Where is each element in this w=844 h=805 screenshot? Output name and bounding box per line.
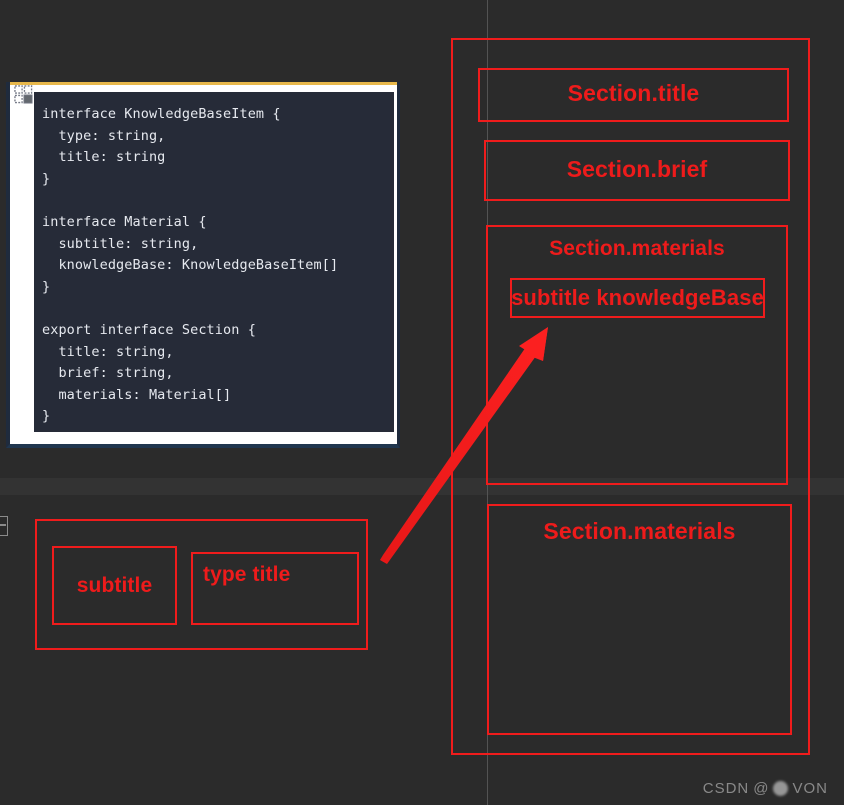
csdn-watermark: CSDN @ VON [703,780,828,797]
annotation-box-type-title: type title [191,552,359,625]
annotation-label-section-brief: Section.brief [566,156,708,182]
watermark-at: @ [753,780,770,797]
annotation-label-subtitle: subtitle [76,573,153,597]
annotation-box-subtitle: subtitle [52,546,177,625]
annotation-label-section-materials-lower: Section.materials [543,518,736,544]
sidebar-panel-icon[interactable] [0,516,8,536]
code-block[interactable]: interface KnowledgeBaseItem { type: stri… [42,106,339,425]
annotation-label-subtitle-knowledgebase: subtitle knowledgeBase [511,285,764,310]
watermark-blurred-avatar-icon [773,781,789,796]
annotation-box-section-brief: Section.brief [484,140,790,201]
code-surface[interactable]: interface KnowledgeBaseItem { type: stri… [34,92,394,432]
annotation-outer-box-bottom [35,519,368,650]
annotation-box-section-materials-lower: Section.materials [487,504,792,735]
editor-accent-bar [10,82,397,85]
annotation-label-type-title: type title [203,563,291,586]
annotation-box-section-materials-upper: Section.materials [486,225,788,485]
code-editor-window[interactable]: interface KnowledgeBaseItem { type: stri… [6,82,400,448]
annotation-box-subtitle-knowledgebase: subtitle knowledgeBase [510,278,765,318]
annotation-box-section-title: Section.title [478,68,789,122]
move-resize-handle-icon[interactable] [14,85,33,104]
annotation-label-section-materials-upper: Section.materials [549,237,725,260]
watermark-prefix: CSDN [702,780,750,797]
annotation-label-section-title: Section.title [567,80,700,106]
watermark-suffix: VON [792,780,828,797]
